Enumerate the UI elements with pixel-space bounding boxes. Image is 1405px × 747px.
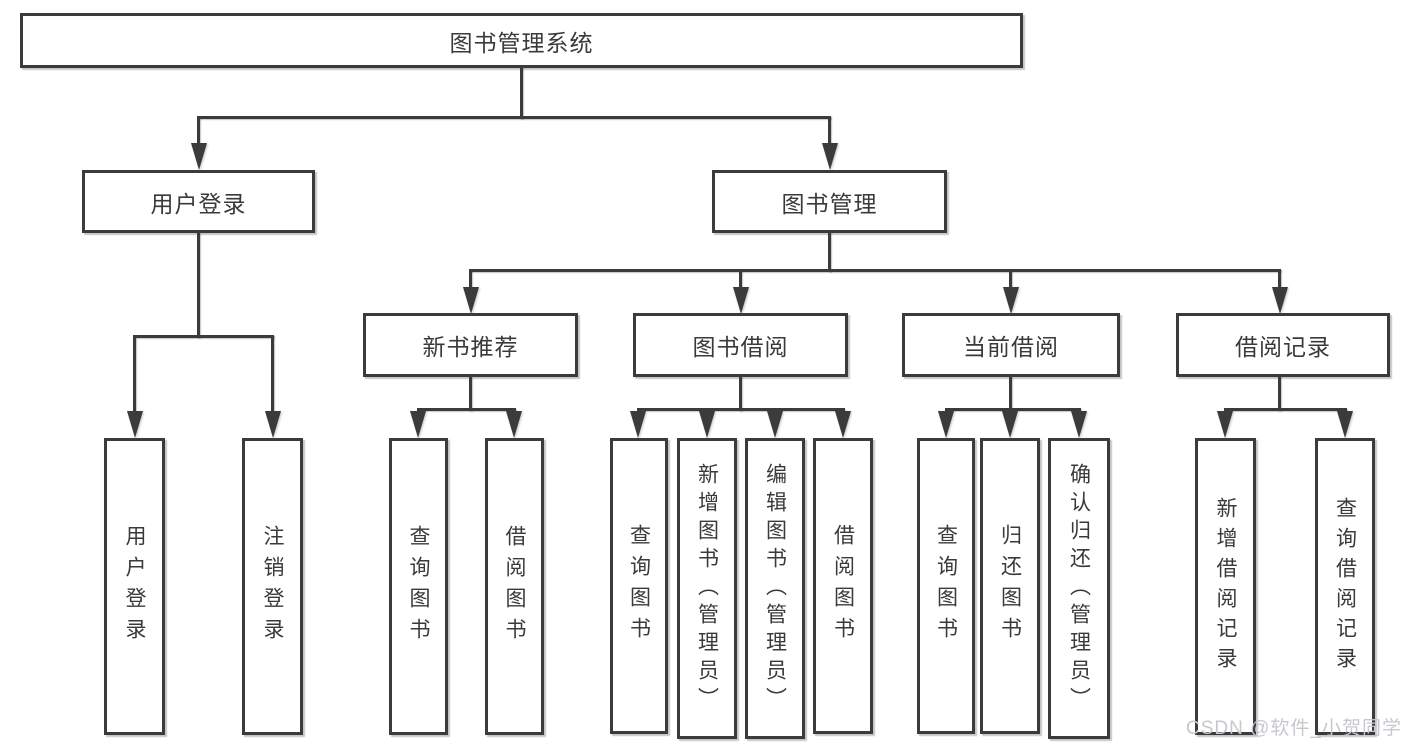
leaf-borrow-books: 借阅图书 [813,438,873,734]
connector-borrowing-records-stem [1278,375,1281,411]
leaf-edit-books-admin: 编辑图书（管理员） [745,438,805,739]
node-library-management-system: 图书管理系统 [20,13,1023,68]
arrow-down-borrowing-records [1272,287,1288,314]
leaf-edit-books-admin-label: 编辑图书（管理员） [763,462,787,715]
arrow-down-query-borrow-record [1337,411,1353,438]
leaf-query-borrow-record: 查询借阅记录 [1315,438,1375,735]
connector-drop-current-borrowing [1009,269,1012,288]
leaf-borrow-books-recommend-label: 借阅图书 [503,524,526,649]
connector-root-rail [197,116,831,119]
arrow-down-borrow-books-recommend [506,411,522,438]
connector-book-borrowing-stem [739,375,742,411]
arrow-down-add-books-admin [699,411,715,438]
leaf-return-books: 归还图书 [980,438,1040,734]
arrow-down-edit-books-admin [767,411,783,438]
leaf-query-books-borrowing-label: 查询图书 [627,524,651,648]
arrow-down-return-books [1002,411,1018,438]
node-book-borrowing: 图书借阅 [633,313,848,377]
leaf-query-books-recommend: 查询图书 [389,438,448,735]
arrow-down-add-borrow-record [1217,411,1233,438]
connector-drop-borrowing-records [1278,269,1281,288]
connector-book-management-stem [828,231,831,272]
connector-book-management-rail [469,269,1281,272]
connector-drop-user-login-leaf [133,335,136,413]
leaf-add-books-admin: 新增图书（管理员） [677,438,737,739]
connector-current-borrowing-stem [1009,375,1012,411]
connector-drop-new-book [469,269,472,288]
connector-user-login-rail [133,335,274,338]
leaf-borrow-books-recommend: 借阅图书 [485,438,544,735]
connector-drop-logout [271,335,274,413]
leaf-logout: 注销登录 [242,438,303,735]
csdn-watermark: CSDN @软件_小贺同学 [1186,718,1402,739]
connector-new-book-rail [417,408,516,411]
arrow-down-user-login-leaf [127,411,143,438]
leaf-query-books-borrowing: 查询图书 [610,438,668,734]
leaf-query-borrow-record-label: 查询借阅记录 [1333,496,1357,677]
leaf-add-books-admin-label: 新增图书（管理员） [695,462,719,715]
node-current-borrowing: 当前借阅 [902,313,1120,377]
connector-borrowing-records-rail [1224,408,1347,411]
node-borrowing-records: 借阅记录 [1176,313,1390,377]
leaf-user-login: 用户登录 [104,438,165,735]
leaf-user-login-label: 用户登录 [123,524,146,649]
node-user-login: 用户登录 [82,170,315,233]
arrow-down-book-borrowing [733,287,749,314]
connector-drop-user-login [197,116,200,145]
connector-user-login-stem [197,231,200,338]
arrow-down-new-book [463,287,479,314]
arrow-down-book-management [822,143,838,170]
leaf-query-books-current-label: 查询图书 [934,524,958,648]
leaf-borrow-books-label: 借阅图书 [831,524,855,648]
leaf-confirm-return-admin-label: 确认归还（管理员） [1067,462,1091,715]
arrow-down-query-books-borrowing [630,411,646,438]
connector-current-borrowing-rail [945,408,1081,411]
node-book-management: 图书管理 [712,170,947,233]
connector-drop-book-borrowing [739,269,742,288]
arrow-down-borrow-books [835,411,851,438]
connector-drop-book-management [828,116,831,145]
leaf-add-borrow-record-label: 新增借阅记录 [1214,496,1237,677]
arrow-down-query-books-recommend [410,411,426,438]
node-new-book-recommendation: 新书推荐 [363,313,578,377]
connector-book-borrowing-rail [637,408,845,411]
leaf-return-books-label: 归还图书 [998,524,1022,648]
arrow-down-logout [265,411,281,438]
connector-new-book-stem [469,375,472,411]
arrow-down-query-books-current [938,411,954,438]
arrow-down-user-login [191,143,207,170]
leaf-query-books-current: 查询图书 [917,438,975,734]
leaf-query-books-recommend-label: 查询图书 [407,524,430,649]
connector-root-stem [520,66,523,119]
leaf-confirm-return-admin: 确认归还（管理员） [1048,438,1110,739]
arrow-down-current-borrowing [1003,287,1019,314]
leaf-add-borrow-record: 新增借阅记录 [1195,438,1256,735]
arrow-down-confirm-return-admin [1071,411,1087,438]
leaf-logout-label: 注销登录 [261,524,284,649]
